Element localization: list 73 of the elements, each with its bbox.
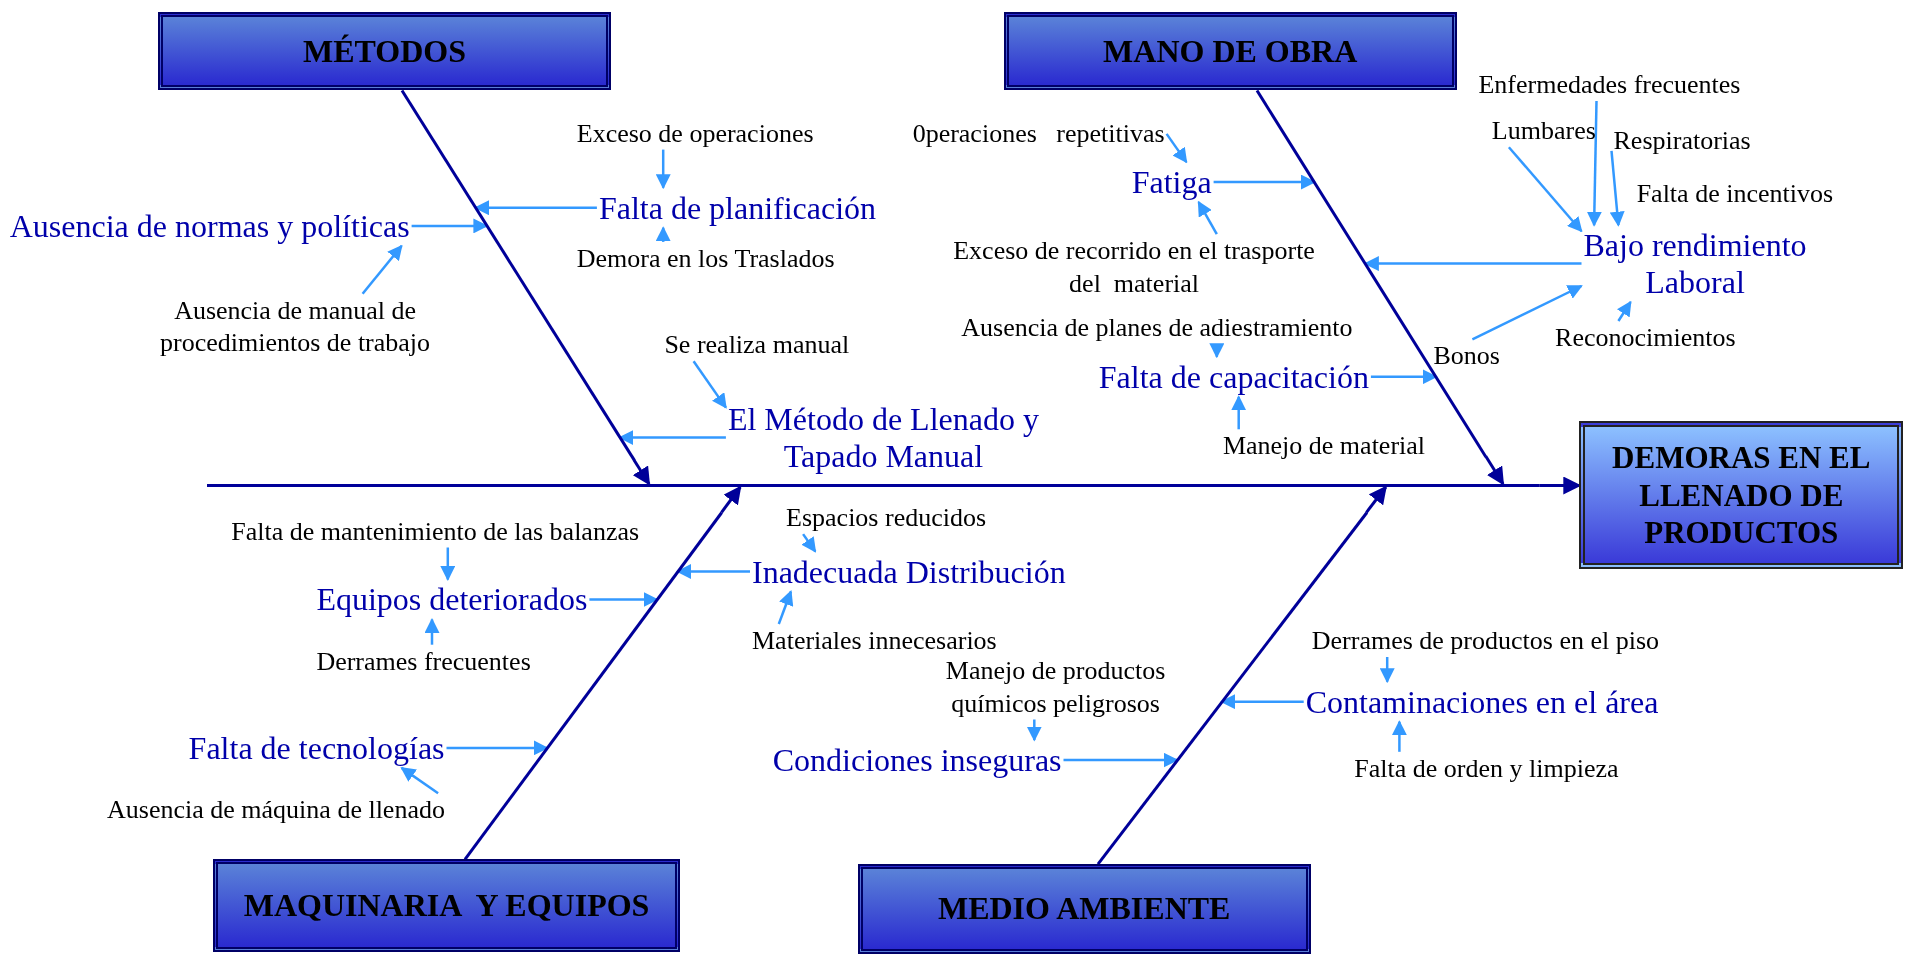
sub-cause-text: Exceso de recorrido en el trasporte del material [944,234,1324,301]
arrow [692,360,727,409]
arrow [801,533,817,553]
cause-text: Equipos deteriorados [316,579,603,621]
arrow [361,244,403,295]
cause-text: Condiciones inseguras [772,739,1083,782]
arrow [1363,256,1582,272]
arrow [474,200,597,216]
arrow [632,459,651,486]
arrow [1484,455,1505,486]
sub-cause-text: Derrames frecuentes [316,646,554,678]
sub-cause-text: Enfermedades frecuentes [1478,69,1771,101]
arrow [400,766,439,795]
sub-cause-text: Ausencia de máquina de llenado [107,794,473,827]
arrow [589,592,659,607]
sub-cause-text: Bonos [1433,340,1519,373]
sub-cause-text: Reconocimientos [1555,322,1762,355]
arrow [1231,395,1247,430]
arrow [676,564,750,579]
cause-text: El Método de Llenado y Tapado Manual [710,397,1057,479]
sub-cause-text: Derrames de productos en el piso [1311,625,1683,658]
arrow [618,430,726,446]
cause-text: Falta de tecnologías [188,727,463,769]
cause-text: Bajo rendimiento Laboral [1573,222,1817,306]
category-box: MÉTODOS [158,12,611,91]
arrow [1365,485,1387,514]
arrow [1213,174,1316,190]
arrow [411,218,489,234]
category-box: MANO DE OBRA [1003,12,1457,91]
sub-cause-text: Manejo de productos químicos peligrosos [930,655,1181,720]
sub-cause-text: Respiratorias [1613,125,1772,157]
arrow [1379,657,1395,684]
spine-line [206,484,1540,487]
sub-cause-text: Demora en los Traslados [576,243,857,275]
arrow [1617,300,1632,322]
arrow [655,226,671,242]
cause-text: Inadecuada Distribución [752,551,1081,593]
category-box: MEDIO AMBIENTE [857,863,1311,954]
sub-cause-text: Lumbares [1491,115,1608,148]
cause-text: Falta de planificación [571,187,877,229]
group-heading: Falta de incentivos [1636,178,1835,211]
arrow [1471,284,1583,341]
arrow [720,485,742,514]
cause-text: Fatiga [1131,161,1229,204]
arrow [1209,343,1225,359]
cause-text: Ausencia de normas y políticas [9,205,430,247]
arrow [1609,150,1625,227]
sub-cause-text: Falta de mantenimiento de las balanzas [231,515,664,548]
arrow [1586,100,1602,227]
sub-cause-text: Materiales innecesarios [752,625,1020,658]
cause-text: Contaminaciones en el área [1305,681,1677,723]
arrow [424,618,440,645]
category-box: MAQUINARIA Y EQUIPOS [212,859,681,952]
arrow [1197,200,1218,235]
arrow [777,590,794,625]
arrow [655,149,671,190]
sub-cause-text: Manejo de material [1222,430,1448,463]
arrow [1391,720,1407,752]
arrow [1026,719,1042,742]
sub-cause-text: Se realiza manual [664,329,878,362]
arrow [446,740,549,756]
sub-cause-text: Espacios reducidos [786,502,1006,535]
sub-cause-text: Exceso de operaciones [576,118,839,150]
effect-box: DEMORAS EN EL LLENADO DE PRODUCTOS [1579,421,1904,570]
arrow [1507,146,1583,233]
sub-cause-text: 0peraciones repetitivas [912,118,1193,150]
arrow [1165,133,1188,164]
sub-cause-text: Ausencia de manual de procedimientos de trabajo [152,292,439,363]
cause-text: Falta de capacitación [1098,356,1385,398]
arrow [1063,752,1179,768]
sub-cause-text: Ausencia de planes de adiestramiento [961,312,1382,345]
arrow [440,547,456,581]
sub-cause-text: Falta de orden y limpieza [1354,753,1641,785]
